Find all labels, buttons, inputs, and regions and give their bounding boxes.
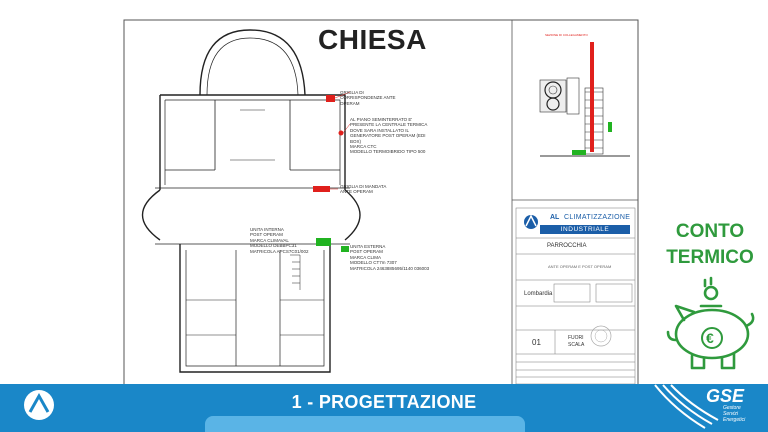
- project-description: ANTE OPERAM E POST OPERAM: [548, 264, 612, 269]
- svg-text:€: €: [706, 330, 714, 346]
- drawing-title: CHIESA: [318, 24, 427, 55]
- company-prefix: AL: [550, 214, 560, 221]
- note-outdoor-unit: UNITA ESTERNA POST OPERAM MARCA CLIMA MO…: [350, 244, 430, 271]
- footer-accent: [205, 416, 525, 432]
- outdoor-unit-marker: [341, 246, 349, 252]
- footer-title: 1 - PROGETTAZIONE: [291, 392, 477, 412]
- note-supply-grille: GRIGLIA DI MANDATA ANTE OPERAM: [340, 184, 387, 195]
- boiler-marker: [338, 130, 344, 136]
- svg-text:SEZIONE DI COLLEGAMENTO: SEZIONE DI COLLEGAMENTO: [545, 33, 588, 37]
- company-sub: INDUSTRIALE: [540, 225, 630, 234]
- company-name: CLIMATIZZAZIONE: [564, 214, 631, 221]
- scale-line2: SCALA: [568, 342, 585, 348]
- grille-ante-marker: [326, 95, 335, 102]
- scale-line1: FUORI: [568, 335, 584, 341]
- installation-detail: SEZIONE DI COLLEGAMENTO: [539, 33, 630, 157]
- conto-termico-badge: CONTO TERMICO: [660, 219, 760, 271]
- gse-logo-subtitle: Gestore Servizi Energetici: [723, 405, 746, 423]
- indoor-unit-marker: [316, 238, 331, 246]
- gse-logo-text: GSE: [706, 386, 745, 406]
- region-value: Lombardia: [524, 291, 553, 297]
- church-floor-plan: [142, 29, 361, 373]
- piggy-bank-icon: €: [666, 276, 755, 370]
- supply-grille-marker: [313, 186, 330, 192]
- client-name: PARROCCHIA: [547, 243, 587, 249]
- note-grille-ante: GRIGLIA DI CORRISPONDENZE ANTE OPERAM: [340, 90, 396, 106]
- note-indoor-unit: UNITA INTERNA POST OPERAM MARCA CLIMAVAL…: [250, 227, 309, 254]
- badge-line2: TERMICO: [666, 247, 754, 268]
- badge-line1: CONTO: [675, 221, 745, 242]
- sheet-number: 01: [532, 338, 541, 347]
- stamp-seal: [590, 325, 612, 347]
- al-logo-mark: [524, 214, 538, 229]
- note-boiler: AL PIANO SEMINTERRATO E' PRESENTE LA CEN…: [350, 117, 428, 155]
